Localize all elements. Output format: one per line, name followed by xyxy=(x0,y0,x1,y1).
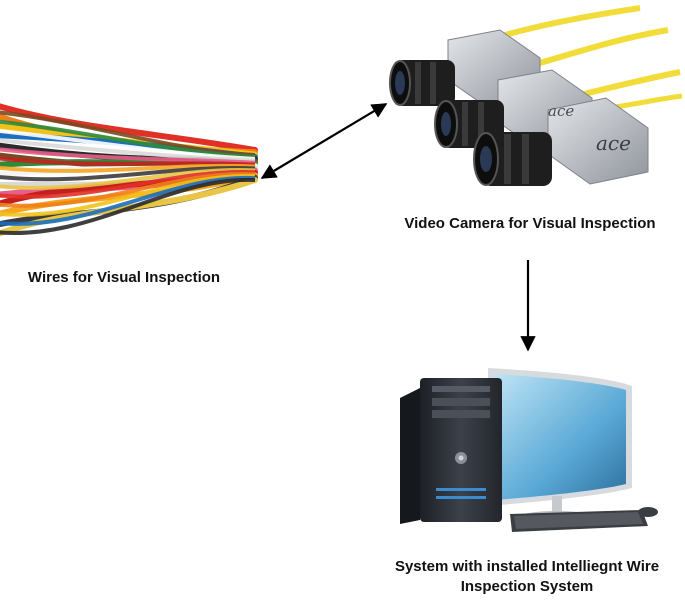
wire-strand xyxy=(0,175,256,226)
wires-caption: Wires for Visual Inspection xyxy=(27,269,221,286)
wire-strand xyxy=(0,163,256,173)
wire-strand xyxy=(0,147,256,165)
wire-strand xyxy=(0,119,256,159)
edge-wires-camera-arrow xyxy=(260,103,388,179)
mouse xyxy=(638,507,658,517)
wires-image xyxy=(0,103,258,237)
system-caption: System with installed Intelliegnt Wire I… xyxy=(372,557,682,597)
wire-strand xyxy=(0,177,256,236)
keyboard xyxy=(510,510,648,532)
wire-strand xyxy=(0,110,256,157)
wire-strand xyxy=(0,156,256,167)
wire-strand xyxy=(0,138,256,163)
pc-tower xyxy=(400,378,502,524)
computer-image xyxy=(400,368,658,532)
wire-strand xyxy=(0,166,256,182)
system-caption-line-1: System with installed Intelliegnt Wire xyxy=(394,558,660,575)
cameras-image: ace ace xyxy=(389,5,683,186)
wire-strand xyxy=(0,172,256,208)
camera-caption: Video Camera for Visual Inspection xyxy=(404,215,656,232)
wire-strand xyxy=(0,128,256,161)
camera-unit: ace xyxy=(473,97,649,186)
wire-strand xyxy=(0,168,256,190)
wire-strand xyxy=(0,173,256,217)
camera-logo: ace xyxy=(548,102,574,120)
wire-strand xyxy=(0,170,256,199)
system-caption-line-2: Inspection System xyxy=(460,578,594,595)
camera-logo: ace xyxy=(596,131,631,155)
monitor xyxy=(488,368,632,521)
wire-strand xyxy=(0,103,258,153)
